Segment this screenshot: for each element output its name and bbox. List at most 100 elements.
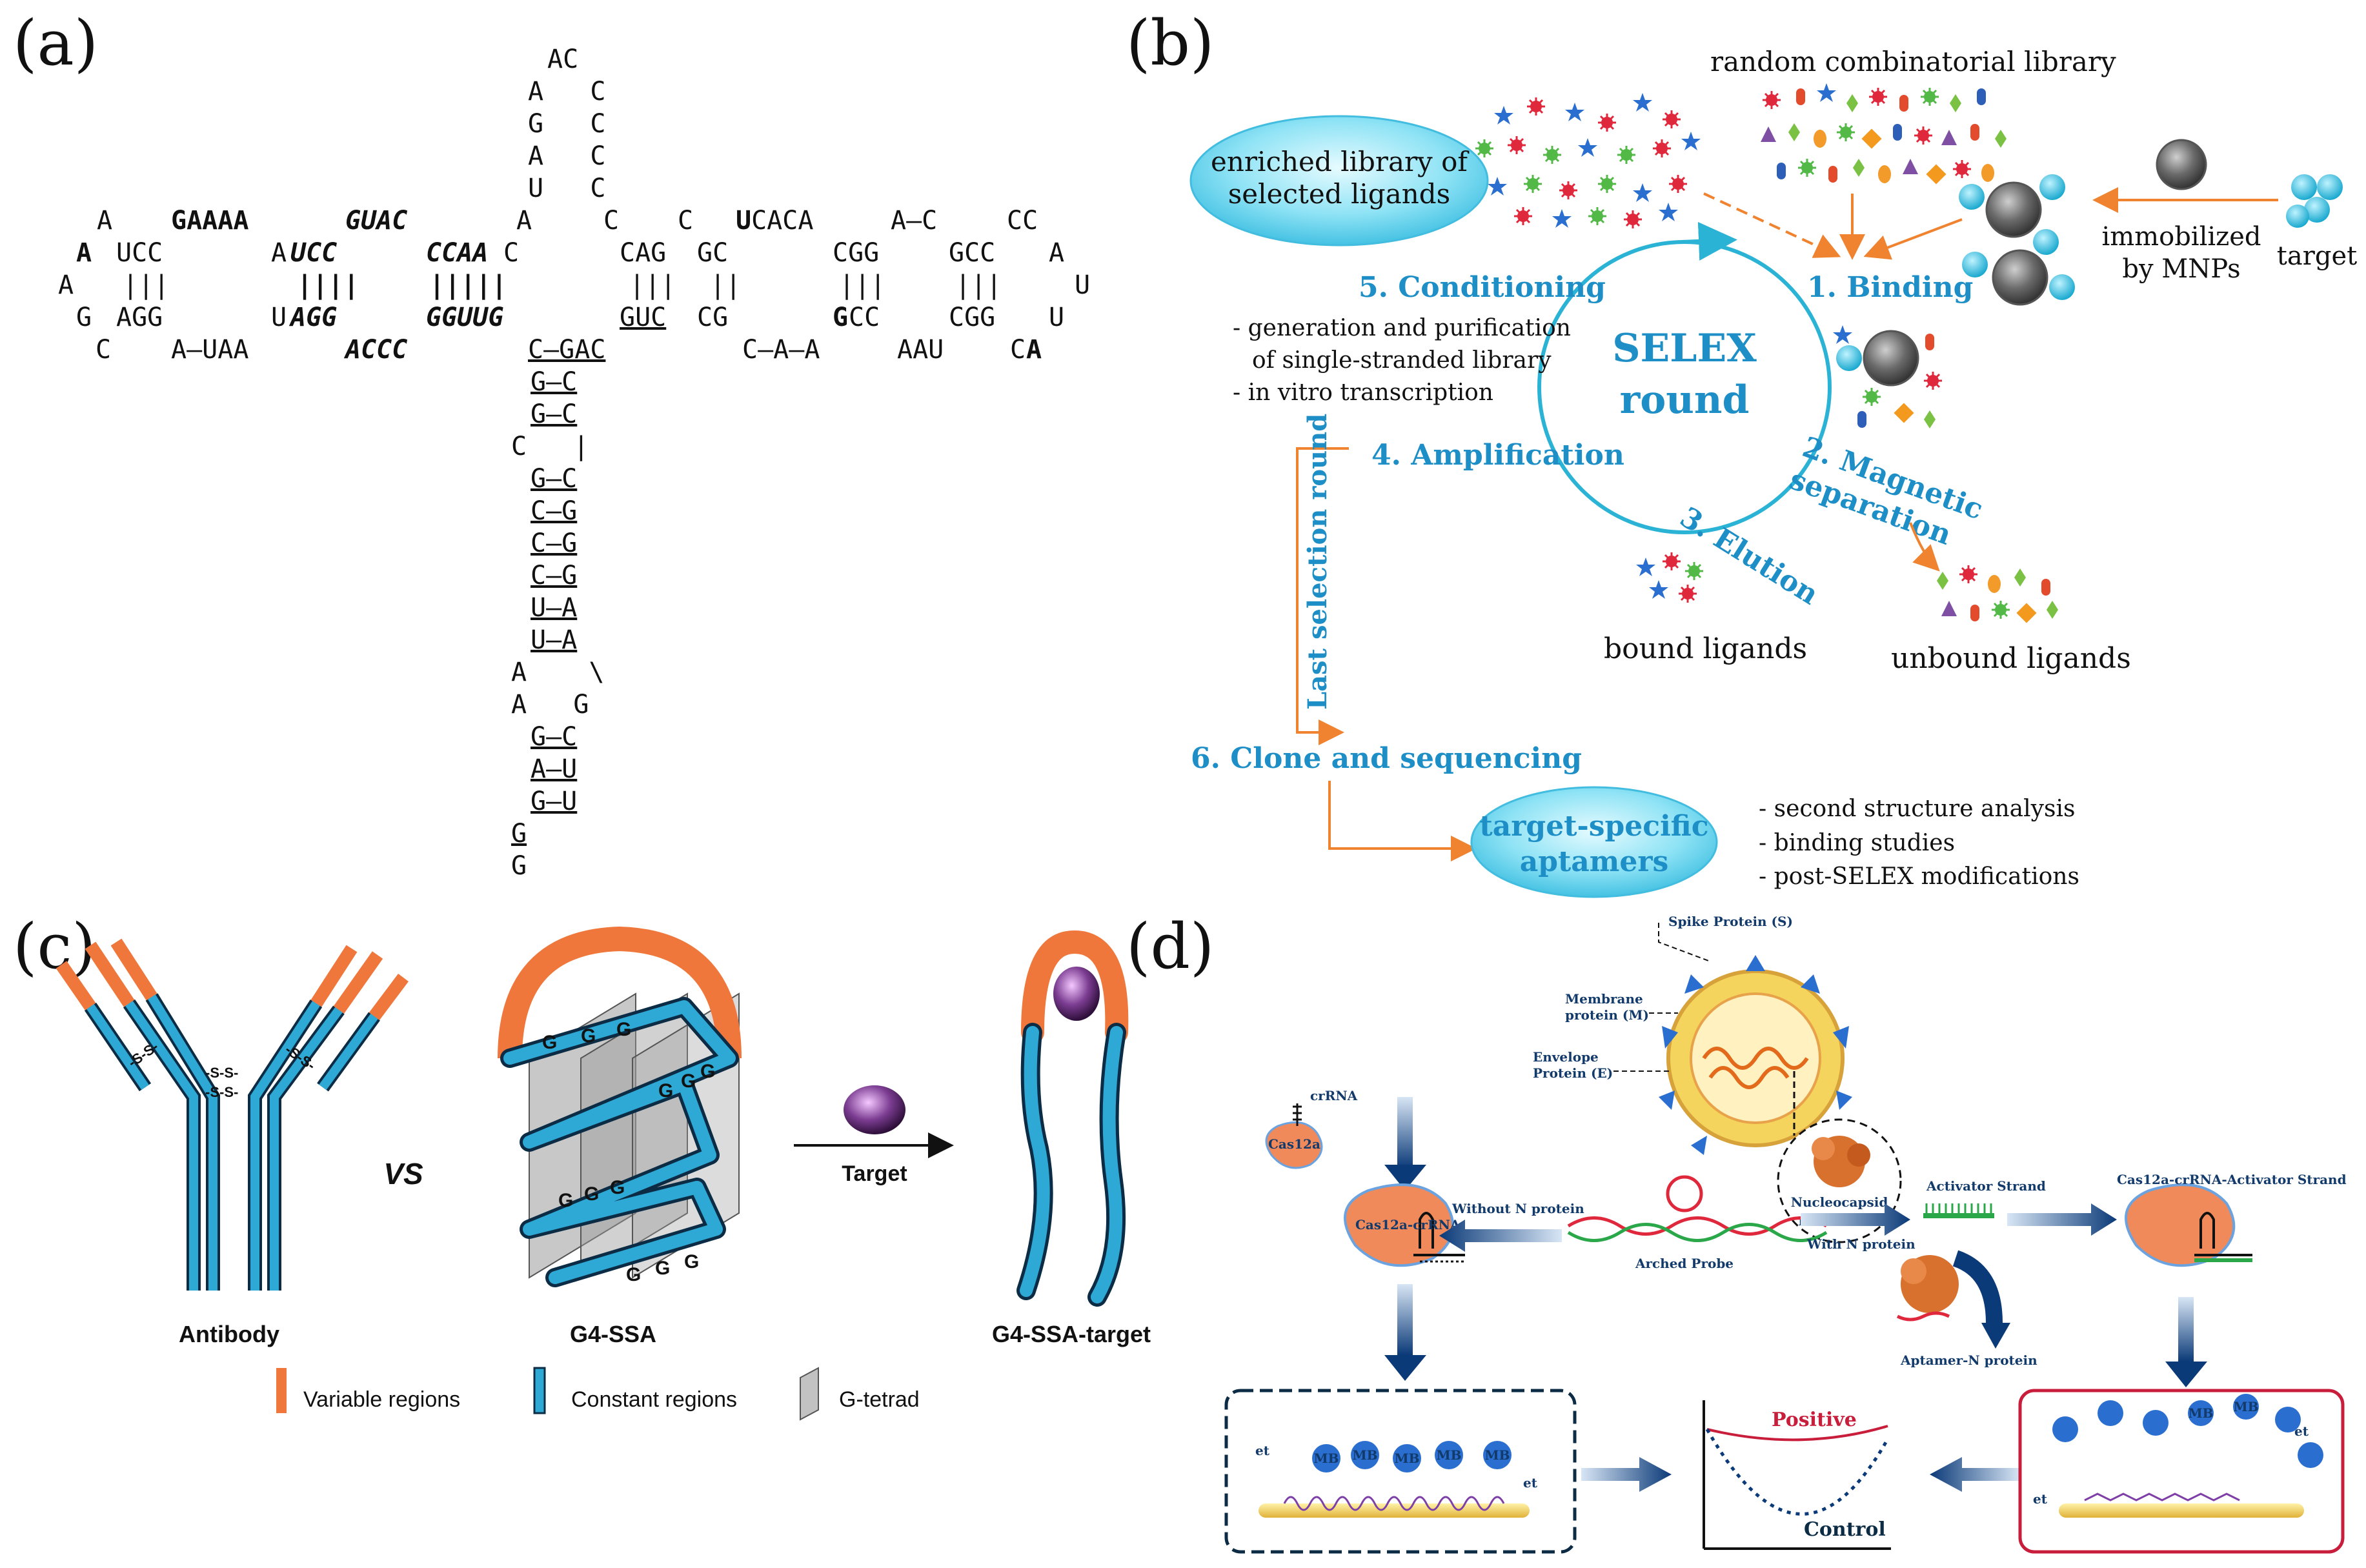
rna-row3-a: A <box>58 270 74 300</box>
mnp-beads <box>1959 139 2207 306</box>
selex-center-label-2: round <box>1620 377 1750 423</box>
spike-protein-label: Spike Protein (S) <box>1668 914 1793 929</box>
rna-stem-4: G–C <box>531 464 577 494</box>
g4-legend: Variable regions Constant regions G-tetr… <box>276 1367 920 1421</box>
rna-stem-13: A–U <box>531 754 577 784</box>
g4-panel: -S-S- -S-S- -S-S- -S-S- Antibody VS G G … <box>56 926 1151 1421</box>
separated-bead <box>1833 325 1943 428</box>
panel-label-b: (b) <box>1126 7 1214 79</box>
control-mb-label-1: MB <box>1313 1451 1339 1466</box>
g4-ssa-target-diagram <box>1016 930 1129 1307</box>
conditioning-note-1: - generation and purification <box>1233 315 1571 341</box>
positive-et-label-2: et <box>2294 1423 2309 1439</box>
g4-g-label-3: G <box>616 1019 631 1040</box>
g4-g-label-11: G <box>655 1258 670 1279</box>
rna-row5-cgac: C–GAC <box>528 335 605 365</box>
rna-row1-c1: C <box>603 206 619 236</box>
rna-row3-pairs-1: ||| <box>123 270 169 300</box>
without-n-arrow <box>1439 1220 1562 1252</box>
rna-stem-2: G–C <box>531 399 577 429</box>
rna-stem-6: C–G <box>531 528 577 558</box>
rna-row1-ucaca: UCACA <box>736 206 813 236</box>
g4-g-label-5: G <box>681 1070 696 1092</box>
random-library-label: random combinatorial library <box>1710 46 2116 77</box>
positive-electrode <box>2059 1493 2304 1518</box>
legend-constant: Constant regions <box>571 1387 737 1412</box>
bound-target-molecule <box>1053 967 1100 1021</box>
g4-g-label-10: G <box>626 1264 641 1285</box>
aptamer-n-protein <box>1896 1250 2010 1349</box>
without-n-label: Without N protein <box>1451 1201 1584 1216</box>
aptamer-label-1: target-specific <box>1479 810 1708 843</box>
cas12a-enzyme-small <box>1265 1103 1323 1169</box>
rna-row3-pairs-3: ||||| <box>429 270 507 301</box>
rna-stem-14: G–U <box>531 787 577 816</box>
virus-illustration <box>1659 955 1902 1243</box>
unbound-arrow <box>1909 522 1940 572</box>
cas12a-activator-complex <box>2125 1183 2252 1267</box>
clone-to-aptamer-arrow <box>1328 781 1477 861</box>
rna-row2-a3: A <box>1049 238 1064 268</box>
rna-row2-gcc: GCC <box>949 238 995 268</box>
g4ssa-label: G4-SSA <box>570 1321 656 1347</box>
rna-row4-guc: GUC <box>620 303 666 332</box>
cas12a-crrna-complex <box>1344 1183 1465 1267</box>
membrane-label-1: Membrane <box>1565 991 1643 1007</box>
cas12a-crrna-label: Cas12a-crRNA <box>1355 1217 1461 1232</box>
down-arrow-2 <box>1397 1284 1413 1355</box>
rna-top-loop-line-1: AC <box>547 45 578 74</box>
rna-top-loop-line-4: A C <box>528 141 605 171</box>
rna-stem-11: A G <box>511 690 589 719</box>
cas12a-label: Cas12a <box>1268 1136 1320 1152</box>
g4ssa-target-label: G4-SSA-target <box>992 1321 1151 1347</box>
rna-stem: G–C G–C C | G–C C–G C–G C–G U–A U–A A \ … <box>511 367 605 881</box>
selex-cycle-arrow <box>1681 221 1737 261</box>
activator-arrow <box>2007 1203 2117 1236</box>
panel-label-d: (d) <box>1126 910 1214 983</box>
random-library-ligands <box>1761 83 2007 185</box>
rna-row1-cc: CC <box>1007 206 1038 236</box>
target-molecule <box>844 1085 905 1134</box>
target-arrow-label: Target <box>842 1161 907 1186</box>
activator-label: Activator Strand <box>1926 1178 2046 1194</box>
vs-label: VS <box>383 1157 423 1191</box>
control-mb-label-5: MB <box>1484 1447 1510 1463</box>
rna-stem-1: G–C <box>531 367 577 397</box>
signal-graph <box>1703 1400 1891 1550</box>
rna-row2-ccaa: CCAA <box>426 238 488 268</box>
rna-row4-u: U <box>271 303 287 332</box>
rna-top-loop-line-2: A C <box>528 77 605 106</box>
rna-row2-a2: A <box>271 238 287 268</box>
target-molecules <box>2286 174 2343 228</box>
g4-g-label-4: G <box>658 1080 673 1101</box>
legend-swatch-variable <box>276 1368 287 1413</box>
rna-row4-agg: AGG <box>116 303 163 332</box>
with-n-label: With N protein <box>1806 1236 1916 1252</box>
legend-swatch-gtetrad <box>800 1367 819 1421</box>
disulfide-center-2: -S-S- <box>205 1084 238 1100</box>
rna-row3-pairs-4: ||| <box>629 270 676 300</box>
unbound-ligands-label: unbound ligands <box>1891 642 2131 675</box>
rna-row1-c2: C <box>678 206 693 236</box>
panel-label-c: (c) <box>13 910 96 983</box>
rna-row4-g: G <box>76 303 92 332</box>
rna-row4-cg: CG <box>697 303 728 332</box>
unbound-ligands-cluster <box>1937 564 2058 623</box>
nucleocapsid-label-1: Nucleocapsid <box>1791 1194 1888 1210</box>
control-et-label-2: et <box>1523 1475 1538 1491</box>
control-electrode-box <box>1224 1389 1577 1554</box>
target-label: target <box>2277 241 2357 271</box>
positive-mb-label-1: MB <box>2188 1405 2213 1421</box>
rna-stem-9: U–A <box>531 625 577 655</box>
control-et-label-1: et <box>1255 1443 1270 1458</box>
positive-mb-beads <box>2052 1394 2323 1468</box>
conditioning-note-2: of single-stranded library <box>1252 347 1552 374</box>
g4-g-label-12: G <box>684 1251 699 1272</box>
rna-row5-a-bold: A <box>1026 335 1042 365</box>
rna-row5-accc: ACCC <box>343 335 407 365</box>
control-mb-label-4: MB <box>1436 1447 1461 1463</box>
rna-structure: AC A C G C A C U C A GAAAA GUAC A C C UC… <box>58 45 1090 881</box>
control-label: Control <box>1804 1518 1886 1541</box>
panel-label-a: (a) <box>13 7 98 79</box>
